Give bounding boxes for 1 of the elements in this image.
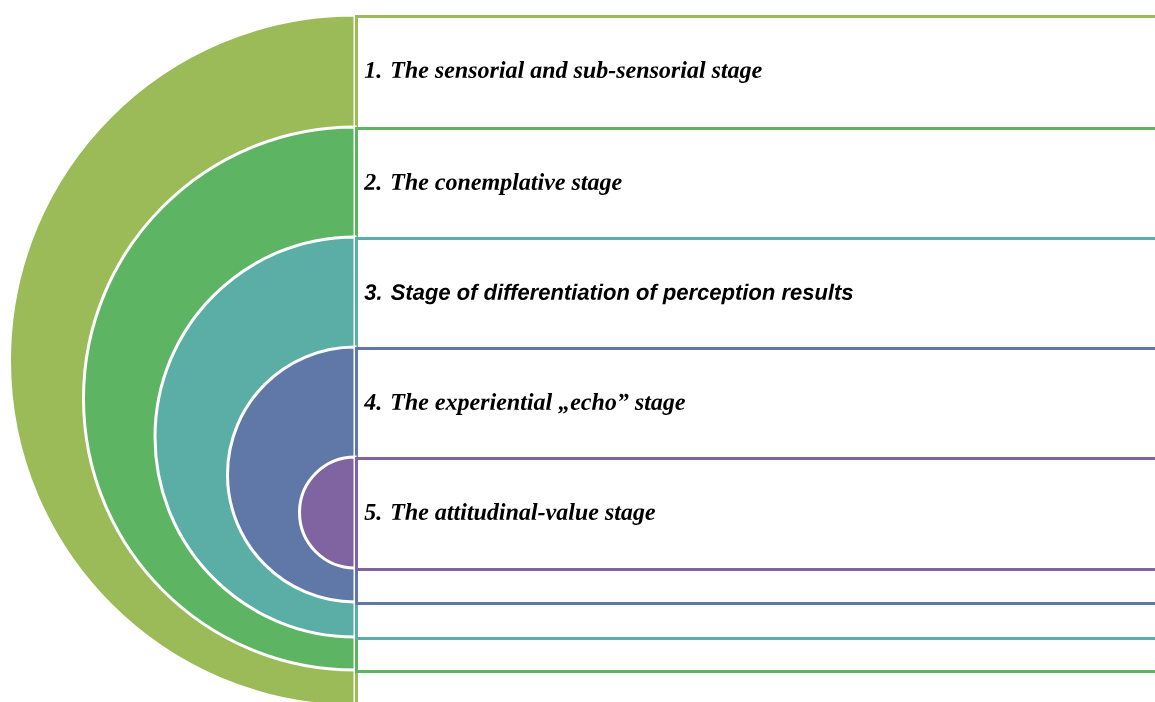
stage-band: 5. The attitudinal-value stage (298, 455, 1155, 571)
